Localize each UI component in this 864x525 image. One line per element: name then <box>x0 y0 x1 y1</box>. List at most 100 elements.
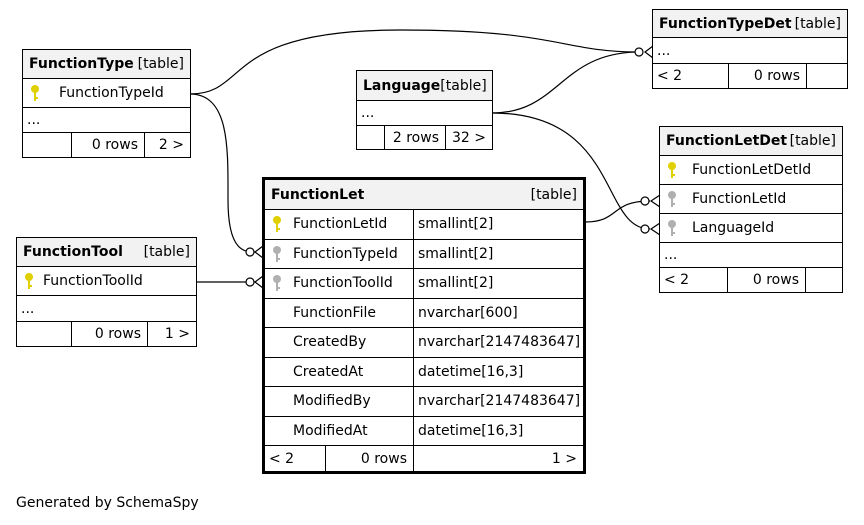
column-row: ModifiedBy nvarchar[2147483647] <box>265 387 583 417</box>
table-name: FunctionTypeDet <box>659 15 792 32</box>
ellipsis-row: ... <box>660 243 842 268</box>
footer-next[interactable] <box>807 64 847 88</box>
column-type: smallint[2] <box>418 275 494 292</box>
column-row: FunctionLetId <box>660 185 842 214</box>
footer-prev[interactable] <box>23 133 72 157</box>
footer-rows: 2 rows <box>385 126 446 149</box>
column-name: FunctionLetId <box>692 191 787 207</box>
column-type: datetime[16,3] <box>418 422 524 439</box>
primary-key-icon <box>265 210 289 239</box>
foreign-key-icon <box>265 269 289 298</box>
table-kind: [table] <box>789 133 836 149</box>
table-kind: [table] <box>143 244 190 260</box>
table-header: FunctionLetDet [table] <box>660 127 842 156</box>
column-name: ModifiedAt <box>289 416 414 445</box>
footer-rows: 0 rows <box>72 133 145 157</box>
ellipsis-row: ... <box>17 296 196 322</box>
crowfoot-arrow <box>254 245 264 259</box>
column-type: datetime[16,3] <box>418 363 524 380</box>
table-footer: 0 rows 2 > <box>23 133 190 157</box>
column-name: FunctionTypeId <box>289 239 414 268</box>
column-row: FunctionToolId smallint[2] <box>265 269 583 299</box>
table-kind: [table] <box>440 77 487 94</box>
table-header: FunctionType [table] <box>23 50 190 79</box>
table-footer: < 2 0 rows <box>660 268 842 292</box>
foreign-key-icon <box>265 240 289 269</box>
footer-prev[interactable]: < 2 <box>660 268 728 292</box>
table-kind: [table] <box>530 186 577 203</box>
footer-prev[interactable] <box>17 322 72 346</box>
footer-next[interactable]: 1 > <box>551 450 577 467</box>
table-name: FunctionLetDet <box>666 133 788 149</box>
edge-language-functiontypedet <box>491 51 641 114</box>
footer-rows: 0 rows <box>326 446 414 471</box>
column-name: CreatedBy <box>289 328 414 357</box>
foreign-key-icon <box>660 214 684 242</box>
footer-rows: 0 rows <box>72 322 148 346</box>
table-footer: < 2 0 rows <box>653 64 847 88</box>
table-footer: 2 rows 32 > <box>357 126 492 149</box>
table-header: Language [table] <box>357 71 492 101</box>
edge-language-functionletdet <box>491 112 651 230</box>
ellipsis-row: ... <box>653 38 847 64</box>
table-functiontypedet[interactable]: FunctionTypeDet [table] ... < 2 0 rows <box>652 9 848 89</box>
column-row: FunctionToolId <box>17 267 196 296</box>
crowfoot-arrow <box>644 45 654 59</box>
column-row: CreatedBy nvarchar[2147483647] <box>265 328 583 358</box>
column-name: FunctionToolId <box>289 269 414 298</box>
ellipsis-row: ... <box>357 101 492 126</box>
column-name: LanguageId <box>692 220 775 236</box>
edge-end-circle <box>640 224 650 234</box>
column-type: nvarchar[2147483647] <box>418 334 581 351</box>
footer-prev[interactable] <box>357 126 385 149</box>
edge-end-circle <box>245 247 255 257</box>
footer-next[interactable]: 1 > <box>164 326 190 342</box>
footer-rows: 0 rows <box>728 268 806 292</box>
table-header: FunctionLet [table] <box>265 180 583 210</box>
column-name: FunctionTypeId <box>59 85 164 101</box>
edge-functiontype-functiontypedet <box>189 29 641 95</box>
table-name: FunctionLet <box>271 186 365 203</box>
crowfoot-arrow <box>649 222 661 236</box>
edge-end-circle <box>245 277 255 287</box>
table-language[interactable]: Language [table] ... 2 rows 32 > <box>356 70 493 150</box>
column-name: FunctionLetDetId <box>692 162 812 178</box>
table-kind: [table] <box>137 56 184 72</box>
footer-prev[interactable]: < 2 <box>653 64 729 88</box>
table-functionlet[interactable]: FunctionLet [table] FunctionLetId smalli… <box>262 177 586 474</box>
table-name: FunctionType <box>29 56 134 72</box>
table-footer: 0 rows 1 > <box>17 322 196 346</box>
table-functiontool[interactable]: FunctionTool [table] FunctionToolId ... … <box>16 237 197 347</box>
column-row: CreatedAt datetime[16,3] <box>265 357 583 387</box>
table-functiontype[interactable]: FunctionType [table] FunctionTypeId ... … <box>22 49 191 158</box>
column-name: ModifiedBy <box>289 387 414 416</box>
column-row: FunctionFile nvarchar[600] <box>265 298 583 328</box>
table-functionletdet[interactable]: FunctionLetDet [table] FunctionLetDetId … <box>659 126 843 293</box>
column-name: CreatedAt <box>289 357 414 386</box>
footer-next[interactable] <box>806 268 842 292</box>
column-row: LanguageId <box>660 214 842 243</box>
primary-key-icon <box>17 267 41 295</box>
edge-end-circle <box>640 196 650 206</box>
column-row: FunctionLetId smallint[2] <box>265 210 583 240</box>
edge-end-circle <box>634 47 644 57</box>
primary-key-icon <box>23 79 47 107</box>
primary-key-icon <box>660 156 684 184</box>
table-header: FunctionTypeDet [table] <box>653 10 847 38</box>
footer-rows: 0 rows <box>729 64 807 88</box>
footer-next[interactable]: 32 > <box>452 129 486 146</box>
generator-credit: Generated by SchemaSpy <box>16 495 199 511</box>
column-name: FunctionToolId <box>43 273 143 289</box>
column-type: nvarchar[600] <box>418 304 518 321</box>
edge-functionlet-functionletdet <box>584 200 651 223</box>
edge-functiontype-functionlet <box>189 93 256 253</box>
column-row: ModifiedAt datetime[16,3] <box>265 416 583 446</box>
table-kind: [table] <box>794 15 841 32</box>
table-name: Language <box>363 77 441 94</box>
footer-next[interactable]: 2 > <box>158 137 184 153</box>
column-row: FunctionLetDetId <box>660 156 842 185</box>
footer-prev[interactable]: < 2 <box>265 446 326 471</box>
table-name: FunctionTool <box>23 244 123 260</box>
column-name: FunctionLetId <box>289 210 414 239</box>
